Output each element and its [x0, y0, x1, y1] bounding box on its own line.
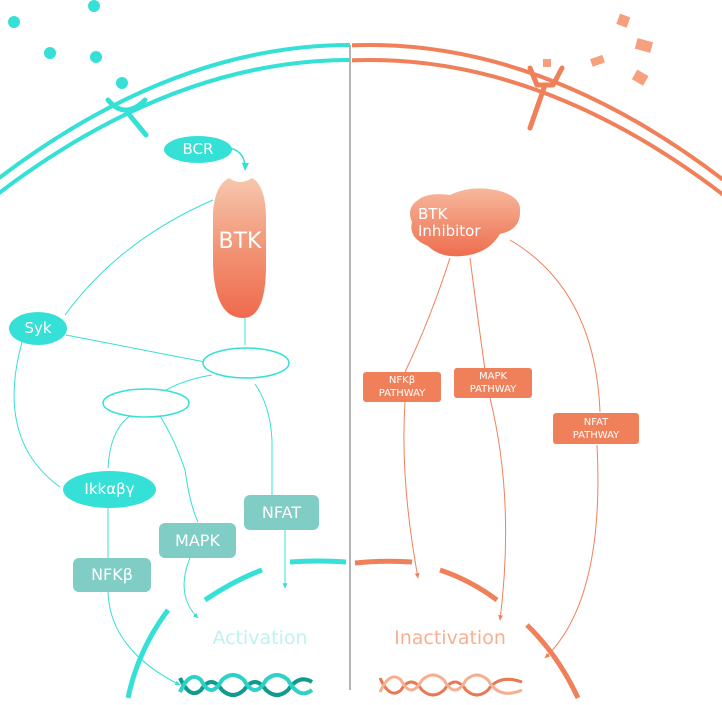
right-nuclear-envelope — [354, 558, 581, 700]
btk-inhibitor-node: BTK Inhibitor — [418, 206, 508, 240]
nfat-pathway-node: NFAT PATHWAY — [553, 413, 639, 444]
mapk-node: MAPK — [159, 523, 236, 558]
mapk-pathway-label-line1: MAPK — [478, 371, 508, 382]
mapk-pathway-label-line2: PATHWAY — [469, 384, 517, 395]
btk-inhibitor-label-line1: BTK — [418, 205, 448, 223]
ligand-dots — [8, 0, 128, 89]
left-nuclear-envelope — [125, 558, 347, 699]
dna-helix-active-icon — [178, 673, 314, 697]
btk-label: BTK — [218, 229, 262, 254]
right-pathway-lines — [403, 239, 601, 659]
bcr-label: BCR — [182, 140, 214, 158]
nfkb-pathway-label-line2: PATHWAY — [378, 388, 426, 399]
bcr-node: BCR — [164, 136, 232, 163]
activation-label: Activation — [212, 627, 308, 649]
btk-protein-shape — [213, 178, 266, 318]
mapk-label: MAPK — [175, 531, 220, 550]
syk-label: Syk — [24, 319, 52, 337]
nfkb-pathway-node: NFKβ PATHWAY — [363, 372, 441, 402]
complex-oval-lower — [102, 388, 190, 418]
complex-oval-upper — [202, 347, 290, 379]
btk-inhibitor-shape — [410, 188, 521, 257]
nfkb-label: NFKβ — [91, 565, 133, 584]
nfat-label: NFAT — [261, 503, 302, 522]
inhibitor-molecules — [543, 13, 654, 86]
ikk-label: Ikkαβγ — [84, 480, 135, 498]
nfat-pathway-label-line1: NFAT — [583, 417, 609, 428]
left-pathway-lines — [13, 147, 288, 686]
btk-node: BTK — [213, 225, 267, 259]
nfkb-node: NFKβ — [73, 558, 151, 592]
mapk-pathway-node: MAPK PATHWAY — [454, 368, 532, 398]
ikk-node: Ikkαβγ — [63, 471, 156, 508]
btk-inhibitor-label-line2: Inhibitor — [418, 222, 481, 240]
left-cell-membrane — [0, 43, 350, 195]
blocked-receptor-icon — [527, 65, 565, 131]
nfat-node: NFAT — [244, 495, 319, 530]
dna-helix-inactive-icon — [378, 673, 523, 697]
nfkb-pathway-label-line1: NFKβ — [388, 375, 416, 386]
right-cell-membrane — [352, 43, 722, 197]
inactivation-label: Inactivation — [394, 627, 506, 649]
nfat-pathway-label-line2: PATHWAY — [572, 430, 620, 441]
bcr-receptor-icon — [105, 97, 149, 138]
syk-node: Syk — [9, 312, 67, 345]
